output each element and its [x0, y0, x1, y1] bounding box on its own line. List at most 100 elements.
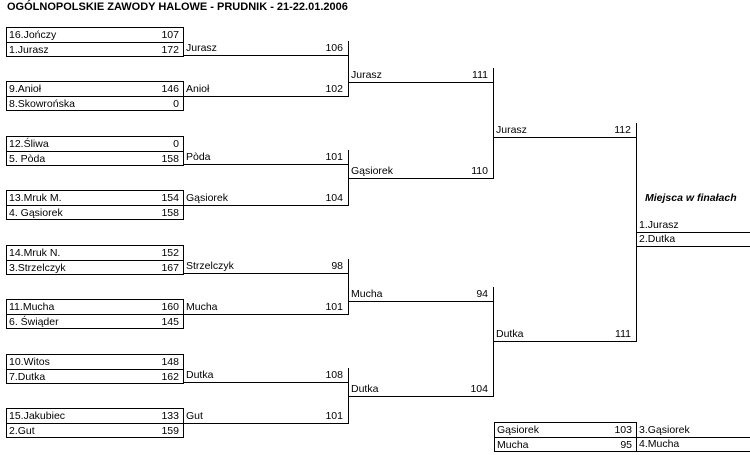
- entrant-score: 0: [173, 138, 179, 150]
- final-place: 2.Dutka: [637, 232, 750, 247]
- entrant-score: 158: [161, 207, 179, 219]
- place-label: 1.Jurasz: [639, 219, 679, 231]
- winner-cell: Gut 101: [184, 409, 349, 424]
- entrant-name: 5. Pòda: [9, 153, 46, 165]
- winner-score: 101: [325, 410, 343, 422]
- bracket-connector: [348, 150, 349, 206]
- winner-score: 111: [615, 328, 631, 340]
- entrant-name: 12.Śliwa: [9, 138, 49, 150]
- winner-score: 104: [325, 192, 343, 204]
- entrant-score: 107: [161, 29, 179, 41]
- winner-score: 112: [614, 124, 631, 136]
- entrant-score: 172: [161, 44, 179, 56]
- winner-score: 106: [325, 42, 343, 54]
- winner-name: Jurasz: [351, 69, 382, 81]
- winner-cell: Dutka 108: [184, 368, 349, 383]
- place-divider: [637, 451, 750, 452]
- match-box: 13.Mruk M. 154 4. Gąsiorek 158: [6, 190, 184, 220]
- entrant-name: 14.Mruk N.: [9, 247, 61, 259]
- place-label: 2.Dutka: [639, 233, 676, 245]
- entrant-score: 158: [161, 153, 179, 165]
- winner-name: Gąsiorek: [351, 165, 394, 177]
- winner-name: Gut: [186, 410, 203, 422]
- winner-score: 101: [325, 301, 343, 313]
- winner-score: 98: [331, 260, 343, 272]
- entrant-score: 160: [161, 301, 179, 313]
- entrant-score: 95: [620, 439, 632, 451]
- match-box: 12.Śliwa 0 5. Pòda 158: [6, 136, 184, 166]
- winner-name: Mucha: [351, 288, 383, 300]
- entrant-name: 7.Dutka: [9, 371, 46, 383]
- entrant-row: 10.Witos 148: [7, 355, 183, 369]
- bracket-connector: [348, 368, 349, 424]
- entrant-name: 11.Mucha: [9, 301, 55, 313]
- entrant-name: 3.Strzelczyk: [9, 262, 66, 274]
- winner-name: Jurasz: [186, 42, 217, 54]
- entrant-score: 154: [161, 192, 179, 204]
- entrant-score: 146: [161, 83, 179, 95]
- place-divider: [637, 437, 750, 438]
- winner-name: Dutka: [186, 369, 214, 381]
- entrant-row: 2.Gut 159: [7, 423, 183, 438]
- winner-name: Gąsiorek: [186, 192, 229, 204]
- entrant-score: 148: [161, 356, 179, 368]
- winner-name: Dutka: [351, 383, 379, 395]
- entrant-row: 13.Mruk M. 154: [7, 191, 183, 205]
- winner-cell: Mucha 94: [349, 287, 494, 302]
- winner-score: 104: [470, 383, 488, 395]
- place-label: 4.Mucha: [639, 438, 680, 450]
- entrant-score: 167: [161, 262, 179, 274]
- winner-cell: Jurasz 106: [184, 41, 349, 56]
- entrant-name: 8.Skowrońska: [9, 98, 75, 110]
- entrant-name: 10.Witos: [9, 356, 50, 368]
- entrant-score: 162: [161, 371, 179, 383]
- entrant-name: 16.Jończy: [9, 29, 57, 41]
- entrant-row: 7.Dutka 162: [7, 369, 183, 384]
- entrant-score: 145: [161, 316, 179, 328]
- entrant-row: 14.Mruk N.152: [7, 246, 183, 260]
- final-connector: [636, 123, 637, 342]
- entrant-row: 15.Jakubiec 133: [7, 409, 183, 423]
- entrant-name: 1.Jurasz: [9, 44, 49, 56]
- entrant-score: 133: [161, 410, 179, 422]
- entrant-name: Mucha: [497, 439, 529, 451]
- winner-cell: Mucha 101: [184, 300, 349, 315]
- entrant-row: 8.Skowrońska 0: [7, 96, 183, 111]
- winner-score: 108: [325, 369, 343, 381]
- match-box: 11.Mucha 160 6. Świąder 145: [6, 299, 184, 329]
- winner-score: 111: [472, 69, 488, 81]
- entrant-name: 15.Jakubiec: [9, 410, 66, 422]
- entrant-name: 2.Gut: [9, 425, 35, 437]
- final-place: 1.Jurasz: [637, 218, 750, 233]
- entrant-score: 159: [161, 425, 179, 437]
- bracket-connector: [348, 41, 349, 97]
- match-box: 10.Witos 148 7.Dutka 162: [6, 354, 184, 384]
- entrant-name: Gąsiorek: [497, 424, 540, 436]
- winner-score: 110: [471, 165, 488, 177]
- bracket-connector: [493, 287, 494, 397]
- bracket-connector: [493, 68, 494, 178]
- winner-score: 102: [325, 83, 343, 95]
- page-title: OGÓLNOPOLSKIE ZAWODY HALOWE - PRUDNIK - …: [7, 1, 348, 13]
- entrant-name: 6. Świąder: [9, 316, 59, 328]
- winner-score: 94: [476, 288, 488, 300]
- winner-cell: Jurasz 111: [349, 68, 494, 83]
- winner-cell: Dutka 104: [349, 382, 494, 397]
- entrant-name: 13.Mruk M.: [9, 192, 62, 204]
- winner-name: Mucha: [186, 301, 218, 313]
- winner-cell: Gąsiorek 110: [349, 164, 494, 179]
- bracket-connector: [348, 259, 349, 315]
- entrant-row: 4. Gąsiorek 158: [7, 205, 183, 220]
- entrant-row: 16.Jończy 107: [7, 28, 183, 42]
- winner-cell: Gąsiorek 104: [184, 191, 349, 206]
- entrant-score: 0: [173, 98, 179, 110]
- entrant-row: 5. Pòda 158: [7, 151, 183, 166]
- winner-score: 101: [325, 151, 343, 163]
- entrant-name: 4. Gąsiorek: [9, 207, 63, 219]
